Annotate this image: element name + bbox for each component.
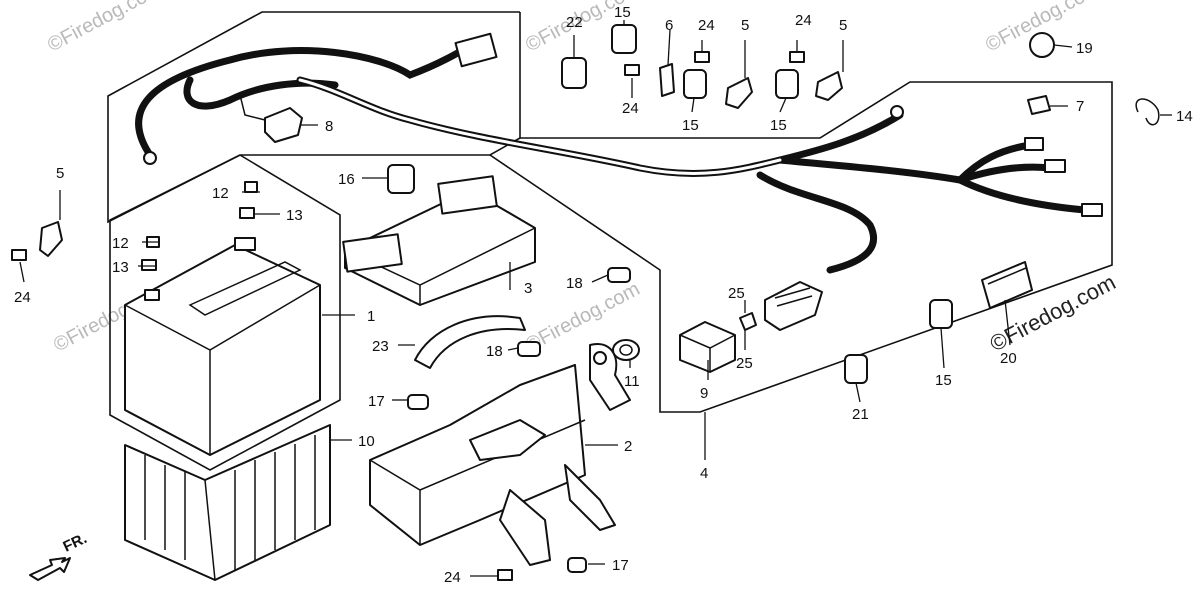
part-22-clamp [561,57,587,89]
callout-8: 8 [325,118,333,135]
part-24-bolt-e [497,569,513,581]
harness-branch-right-3 [956,141,1034,184]
part-7-cap [1027,95,1051,115]
callout-9: 9 [700,385,708,402]
callout-11: 11 [624,373,640,390]
callout-20: 20 [1000,350,1017,367]
callout-24-d: 24 [14,289,31,306]
part-15-clamp-d [929,299,953,329]
harness-terminal-3 [1024,137,1044,151]
front-arrow-icon [29,557,71,581]
callout-17-a: 17 [368,393,385,410]
callout-16: 16 [338,171,355,188]
part-13-nut-b [141,259,157,271]
callout-21: 21 [852,406,869,423]
callout-10: 10 [358,433,375,450]
callout-24-b: 24 [698,17,715,34]
harness-branch-down [756,171,878,274]
callout-18-b: 18 [486,343,503,360]
callout-13-b: 13 [112,259,129,276]
callout-1: 1 [367,308,375,325]
watermark-1: ©Firedog.com [44,0,165,56]
part-3-control-unit [342,175,536,306]
part-20-fuse-cover [981,261,1033,309]
callout-14: 14 [1176,108,1193,125]
part-15-clamp-c [775,69,799,99]
callout-12-b: 12 [112,235,129,252]
callout-24-a: 24 [622,100,639,117]
callout-5-right: 5 [839,17,847,34]
frame-harness [489,81,1113,413]
part-8-terminal-cover [239,94,303,143]
callout-2: 2 [624,438,632,455]
callout-4: 4 [700,465,708,482]
part-2-battery-tray [369,343,631,566]
part-5-stay-b [815,71,843,101]
callout-5-mid: 5 [741,17,749,34]
part-6-stay [659,63,675,97]
part-17-clip-b [567,557,587,573]
part-24-bolt-a [624,64,640,76]
front-label: FR. [61,530,90,556]
part-10-battery-case [124,424,331,581]
part-11-grommet [612,339,640,361]
callout-15-d: 15 [935,372,952,389]
part-5-stay-c [39,221,63,257]
callout-7: 7 [1076,98,1084,115]
callout-17-b: 17 [612,557,629,574]
part-24-bolt-b [694,51,710,63]
part-9-relay [679,321,736,373]
frame-battery [109,154,341,471]
callout-12-a: 12 [212,185,229,202]
part-15-clamp-b [683,69,707,99]
part-18-clip-a [607,267,631,283]
part-18-clip-b [517,341,541,357]
harness-connector [454,32,498,68]
callouts: 1 2 3 4 5 5 5 6 7 8 9 10 11 12 12 13 13 … [14,4,1193,586]
part-1-battery [124,237,321,456]
part-24-bolt-c [789,51,805,63]
harness-branch-right [776,156,1054,184]
part-16-clamp [387,164,415,194]
callout-25-b: 25 [736,355,753,372]
part-12-bolt-a [244,181,258,193]
part-14-band [1135,98,1160,126]
part-24-bolt-d [11,249,27,261]
part-15-clamp-a [611,24,637,54]
harness-terminal-ring-2 [890,105,904,119]
callout-19: 19 [1076,40,1093,57]
callout-15-c: 15 [770,117,787,134]
part-21-clamp [844,354,868,384]
callout-6: 6 [665,17,673,34]
callout-18-a: 18 [566,275,583,292]
harness-branch-right-2 [956,176,1089,214]
harness-terminal-2 [1081,203,1103,217]
leader-lines [19,20,1172,577]
callout-25-a: 25 [728,285,745,302]
callout-5-left: 5 [56,165,64,182]
front-direction-indicator: FR. [29,530,90,581]
wire-harness [135,32,1103,274]
part-13-nut-a [239,207,255,219]
callout-22: 22 [566,14,583,31]
callout-15-a: 15 [614,4,631,21]
callout-3: 3 [524,280,532,297]
harness-terminal-ring [143,151,157,165]
harness-branch-left [135,36,484,159]
part-23-band [414,315,526,369]
part-5-stay-a [725,77,753,109]
callout-13-a: 13 [286,207,303,224]
callout-24-e: 24 [444,569,461,586]
callout-15-b: 15 [682,117,699,134]
part-25-connector [739,281,823,331]
callout-23: 23 [372,338,389,355]
small-parts [11,24,1160,581]
part-17-clip-a [407,394,429,410]
part-19-clip [1029,32,1055,58]
callout-24-c: 24 [795,12,812,29]
harness-trunk-highlight [298,78,782,175]
harness-terminal-1 [1044,159,1066,173]
